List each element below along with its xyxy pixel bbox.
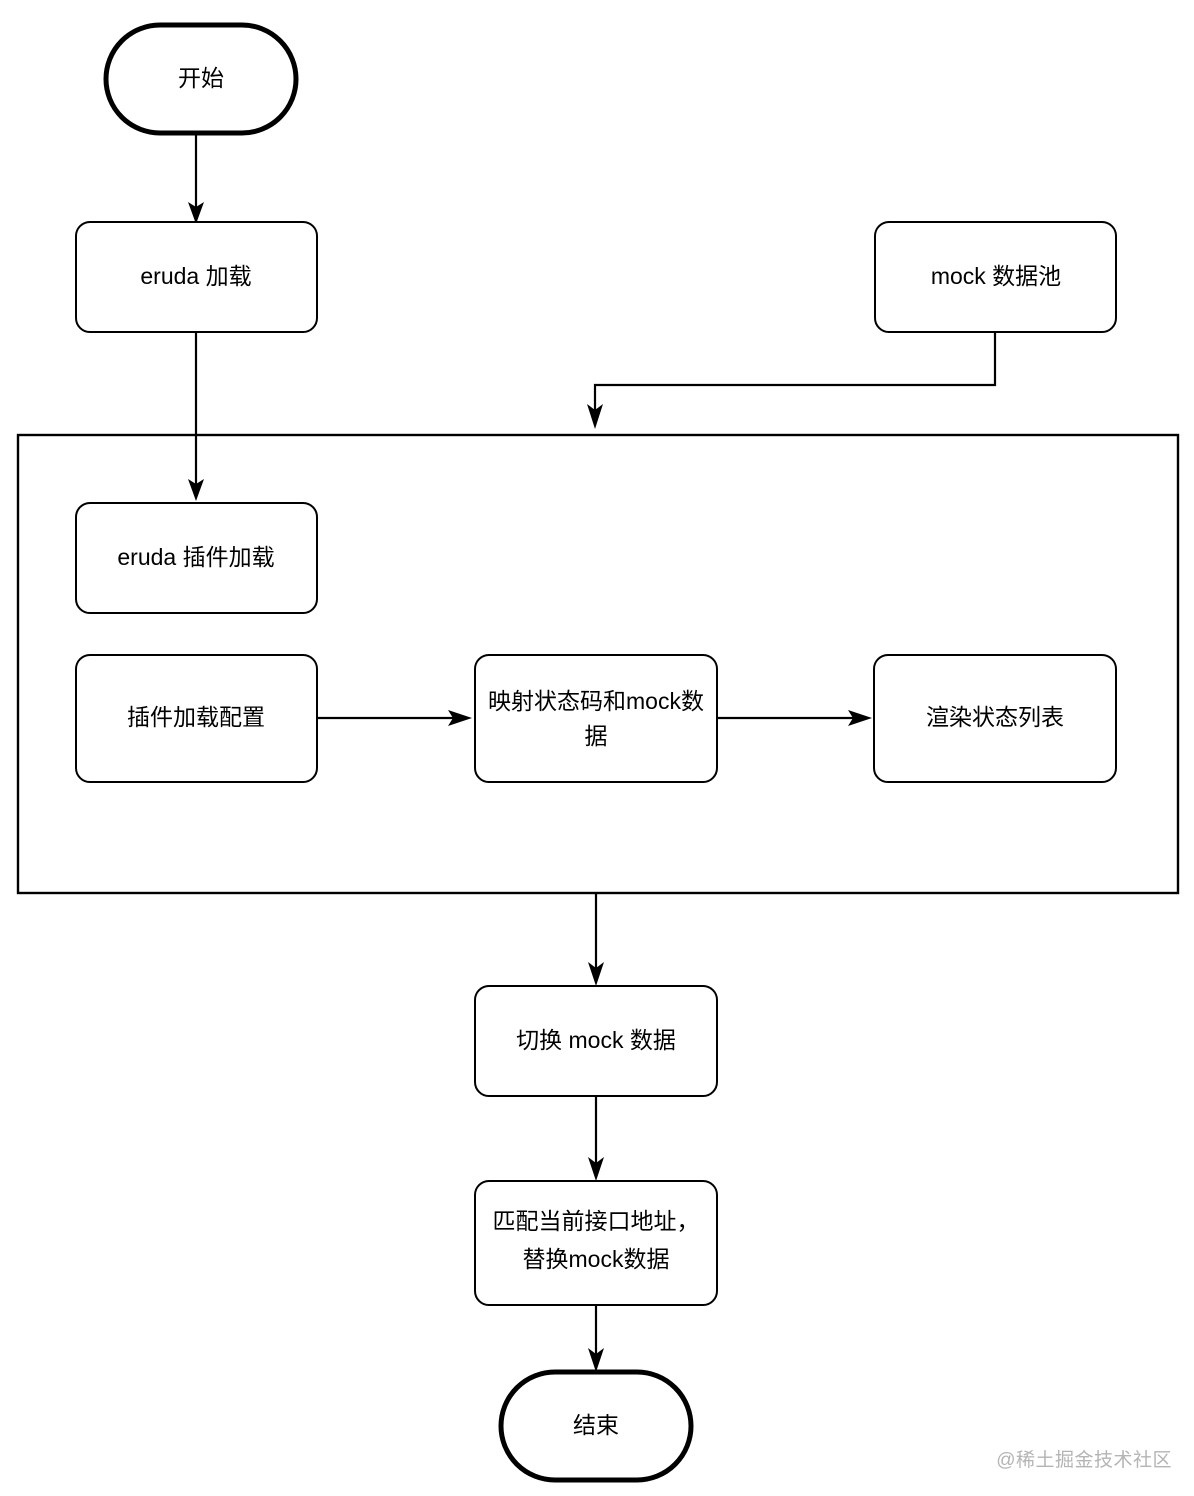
node-end[interactable]: 结束 [498,1369,694,1483]
node-switch-mock[interactable]: 切换 mock 数据 [474,985,718,1097]
node-plugin-config[interactable]: 插件加载配置 [75,654,318,783]
edge-map-status-to-render-list [717,710,872,726]
node-match-replace-label-line2: 替换mock数据 [523,1246,670,1272]
node-start[interactable]: 开始 [103,22,299,136]
node-match-replace[interactable]: 匹配当前接口地址， 替换mock数据 [474,1180,718,1306]
node-match-replace-label-line1: 匹配当前接口地址， [493,1208,700,1234]
watermark-label: @稀土掘金技术社区 [996,1450,1172,1471]
node-map-status-label-line1: 映射状态码和mock数 [488,688,704,714]
edge-mock-pool-to-group [587,332,997,429]
edge-start-to-eruda-load [188,133,204,224]
node-switch-mock-label: 切换 mock 数据 [516,1027,676,1053]
node-eruda-plugin-load[interactable]: eruda 插件加载 [75,502,318,614]
node-eruda-load[interactable]: eruda 加载 [75,221,318,333]
node-end-label: 结束 [573,1412,619,1438]
node-mock-pool[interactable]: mock 数据池 [874,221,1117,333]
node-map-status-label-line2: 据 [585,723,608,749]
node-eruda-load-label: eruda 加载 [140,263,251,289]
node-map-status[interactable]: 映射状态码和mock数 据 [474,654,718,783]
edge-plugin-config-to-map-status [318,710,472,726]
edge-switch-mock-to-match-replace [588,1096,604,1181]
node-eruda-plugin-load-label: eruda 插件加载 [117,544,274,570]
edge-group-to-switch-mock [588,893,604,986]
edge-eruda-load-to-plugin-load [188,332,204,501]
node-render-list-label: 渲染状态列表 [926,704,1064,730]
node-start-label: 开始 [178,65,224,91]
edge-match-replace-to-end [588,1305,604,1372]
node-render-list[interactable]: 渲染状态列表 [873,654,1117,783]
group-container [16,433,1180,895]
node-plugin-config-label: 插件加载配置 [127,704,265,730]
node-mock-pool-label: mock 数据池 [931,263,1061,289]
